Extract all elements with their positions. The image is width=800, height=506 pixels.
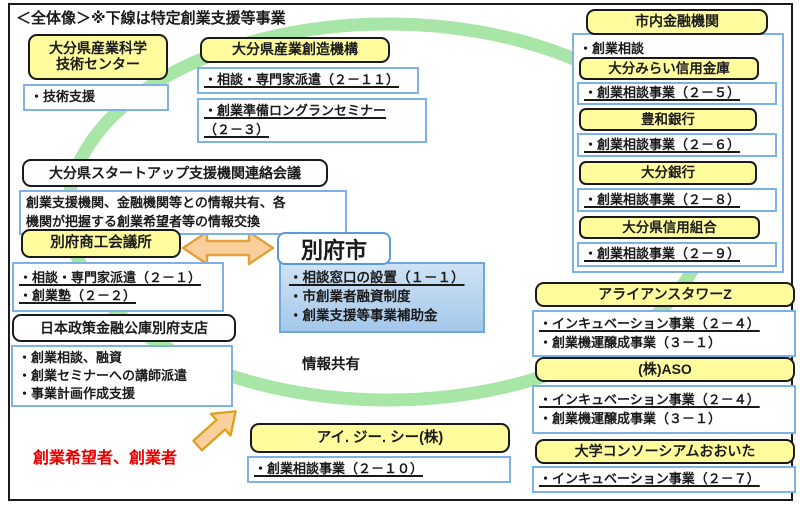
- souzou-item1-box: ・相談・専門家派遣（２－１１）: [197, 67, 419, 94]
- bank-1-item-box: ・創業相談事業（２－６）: [577, 133, 777, 157]
- bank-1-header: 豊和銀行: [579, 108, 757, 131]
- bank-0-header: 大分みらい信用金庫: [579, 57, 759, 80]
- beppu-item2: ・市創業者融資制度: [289, 289, 411, 305]
- cci-items-box: ・相談・専門家派遣（２－１） ・創業塾（２－２）: [12, 262, 224, 312]
- org-sci-center-header: 大分県産業科学 技術センター: [28, 34, 168, 80]
- alliance-item1: ・インキュベーション事業（２－４）: [539, 316, 760, 332]
- bank-1-item: ・創業相談事業（２－６）: [584, 136, 741, 152]
- alliance-items-box: ・インキュベーション事業（２－４） ・創業機運醸成事業（３－１）: [532, 310, 796, 357]
- info-share-label: 情報共有: [302, 357, 360, 373]
- beppu-item1: ・相談窓口の設置（１－１）: [289, 270, 465, 286]
- beppu-items-box: ・相談窓口の設置（１－１） ・市創業者融資制度 ・創業支援等事業補助金: [279, 262, 485, 333]
- org-startup-council-header: 大分県スタートアップ支援機関連絡会議: [22, 159, 328, 187]
- igc-item: ・創業相談事業（２－１０）: [254, 461, 424, 477]
- jfc-item2: ・創業セミナーへの講師派遣: [18, 367, 188, 383]
- univ-item-box: ・インキュベーション事業（２－７）: [532, 466, 796, 493]
- northeast-arrow-icon: [192, 410, 237, 452]
- jfc-item1: ・創業相談、融資: [18, 349, 123, 365]
- finance-item: ・創業相談: [579, 41, 645, 56]
- jfc-item3: ・事業計画作成支援: [18, 386, 136, 402]
- souzou-item2-box: ・創業準備ロングランセミナー （２－３）: [197, 98, 427, 143]
- org-beppu-city-header: 別府市: [277, 232, 391, 265]
- startup-council-desc: 創業支援機関、金融機関等との情報共有、各 機関が把握する創業希望者等の情報交換: [26, 195, 286, 229]
- souzou-item1: ・相談・専門家派遣（２－１１）: [204, 72, 400, 88]
- org-finance-header: 市内金融機関: [586, 9, 768, 35]
- org-cci-header: 別府商工会議所: [21, 229, 181, 258]
- sci-center-item: ・技術支援: [30, 89, 96, 105]
- bank-0-item: ・創業相談事業（２－５）: [584, 85, 741, 101]
- aso-item1: ・インキュベーション事業（２－４）: [539, 392, 760, 408]
- org-igc-header: アイ. ジー. シー(株): [250, 423, 510, 453]
- bidirectional-arrow-icon: [181, 230, 275, 266]
- souzou-item2: ・創業準備ロングランセミナー （２－３）: [204, 103, 387, 137]
- aso-items-box: ・インキュベーション事業（２－４） ・創業機運醸成事業（３－１）: [532, 385, 796, 434]
- org-aso-header: (株)ASO: [535, 357, 795, 382]
- org-jfc-header: 日本政策金融公庫別府支店: [12, 314, 236, 342]
- univ-item: ・インキュベーション事業（２－７）: [539, 471, 760, 487]
- igc-item-box: ・創業相談事業（２－１０）: [247, 456, 511, 483]
- bank-2-header: 大分銀行: [579, 161, 757, 185]
- sci-center-item-box: ・技術支援: [23, 84, 169, 111]
- bank-3-item-box: ・創業相談事業（２－９）: [577, 242, 777, 267]
- beppu-item3: ・創業支援等事業補助金: [289, 307, 438, 323]
- bank-0-item-box: ・創業相談事業（２－５）: [577, 82, 777, 105]
- org-alliance-header: アライアンスタワーZ: [535, 282, 795, 307]
- aso-item2: ・創業機運醸成事業（３－１）: [539, 410, 722, 426]
- alliance-item2: ・創業機運醸成事業（３－１）: [539, 334, 722, 350]
- org-univ-header: 大学コンソーシアムおおいた: [535, 439, 795, 464]
- cci-item1: ・相談・専門家派遣（２－１）: [19, 269, 202, 285]
- seekers-label: 創業希望者、創業者: [33, 450, 178, 467]
- jfc-items-box: ・創業相談、融資 ・創業セミナーへの講師派遣 ・事業計画作成支援: [11, 345, 233, 407]
- bank-2-item-box: ・創業相談事業（２－８）: [577, 188, 777, 212]
- bank-3-header: 大分県信用組合: [579, 216, 760, 239]
- bank-2-item: ・創業相談事業（２－８）: [584, 191, 741, 207]
- bank-3-item: ・創業相談事業（２－９）: [584, 246, 741, 262]
- page-title: ＜全体像＞※下線は特定創業支援等事業: [16, 10, 286, 27]
- cci-item2: ・創業塾（２－２）: [19, 288, 137, 303]
- org-souzou-header: 大分県産業創造機構: [200, 37, 390, 63]
- startup-council-desc-box: 創業支援機関、金融機関等との情報共有、各 機関が把握する創業希望者等の情報交換: [19, 190, 347, 235]
